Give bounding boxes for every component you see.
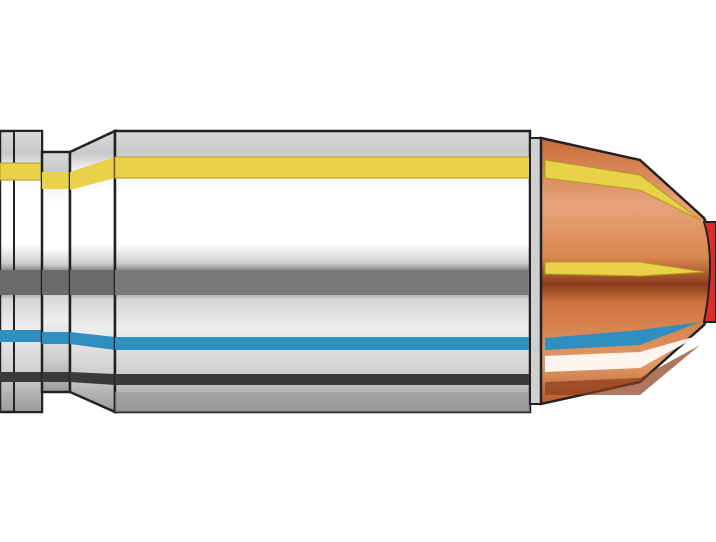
case-bevel <box>68 129 117 414</box>
extractor-groove <box>40 150 72 394</box>
case-rim <box>0 129 44 414</box>
bullet-tip <box>702 221 716 323</box>
case-body <box>113 129 532 414</box>
bullet-projectile <box>539 136 716 406</box>
case-mouth <box>529 137 542 405</box>
